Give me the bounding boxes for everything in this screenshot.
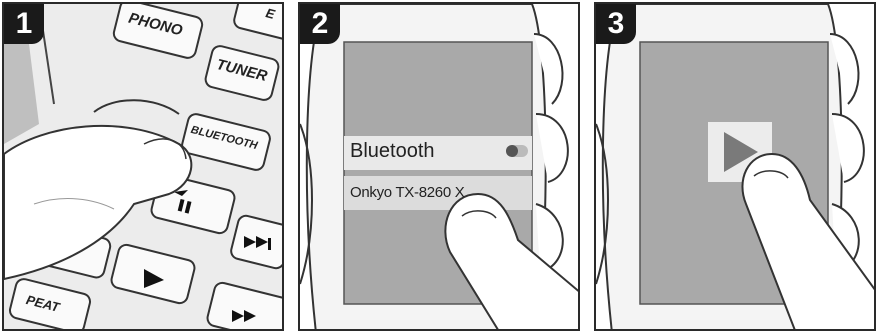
- phone-illustration: [596, 4, 874, 329]
- step-2-panel: 2 Bluetooth Onkyo TX-8260 X: [298, 2, 580, 331]
- play-button[interactable]: [708, 122, 772, 182]
- bluetooth-setting-label: Bluetooth: [350, 140, 435, 162]
- step-number: 2: [300, 4, 340, 44]
- step-number: 3: [596, 4, 636, 44]
- step-1-panel: 1 PHONO TUNER BLUETOOTH PEAT E: [2, 2, 284, 331]
- remote-illustration: [4, 4, 282, 329]
- phone-illustration: [300, 4, 578, 329]
- step-3-panel: 3: [594, 2, 876, 331]
- bluetooth-toggle[interactable]: [506, 143, 530, 159]
- device-list-item[interactable]: Onkyo TX-8260 X: [350, 184, 465, 201]
- step-number: 1: [4, 4, 44, 44]
- transport-icons: [144, 190, 271, 322]
